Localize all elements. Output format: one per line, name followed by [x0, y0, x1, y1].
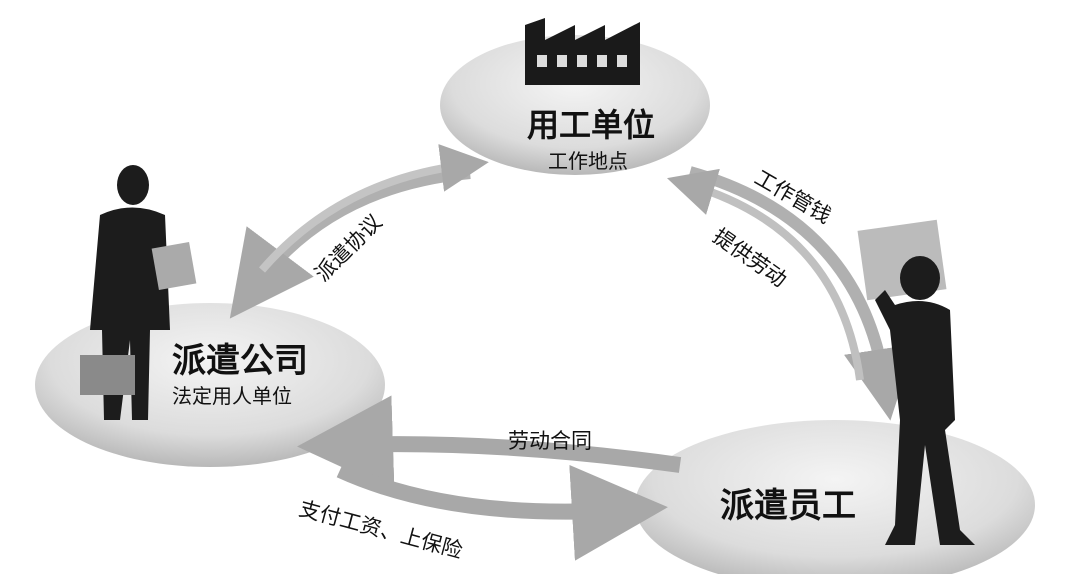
labor-contract-label: 劳动合同: [508, 429, 592, 453]
worker-title: 派遣员工: [720, 486, 856, 526]
employer-disc: [440, 35, 710, 175]
arrow-dispatch-agreement-back: [258, 144, 489, 273]
agency-title: 派遣公司: [172, 341, 308, 381]
worker-icon: [857, 219, 975, 545]
arrow-provide-labor: [667, 168, 864, 381]
businessman-icon: [80, 165, 197, 420]
employer-title: 用工单位: [527, 106, 656, 144]
arrow-labor-contract: [297, 395, 682, 492]
factory-icon: [525, 18, 640, 85]
employer-subtitle: 工作地点: [548, 149, 628, 173]
arrow-work-management: [688, 166, 916, 421]
arrow-pay-insurance: [336, 462, 668, 561]
agency-subtitle: 法定用人单位: [172, 384, 292, 408]
